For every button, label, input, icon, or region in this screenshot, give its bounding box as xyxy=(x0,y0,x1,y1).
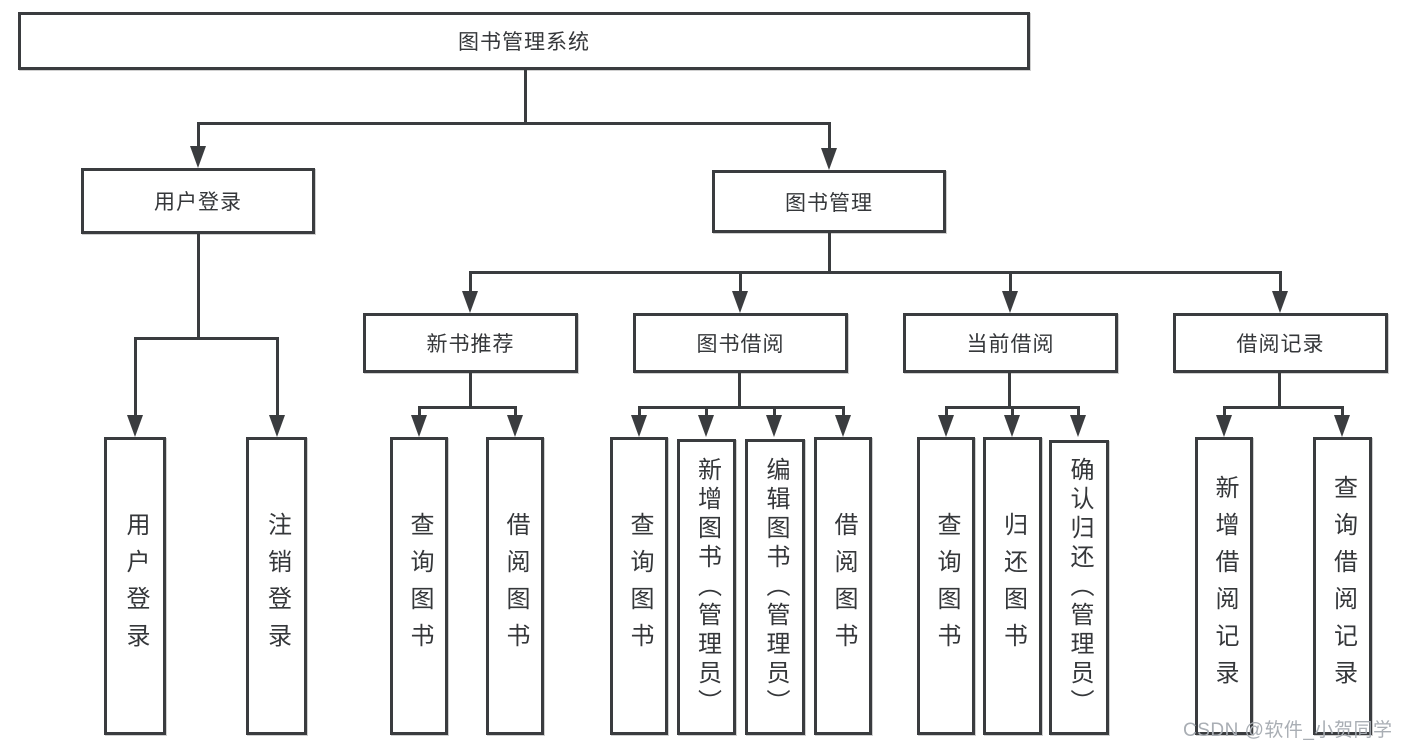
connector-line xyxy=(773,406,776,421)
leaf-nbr-borrow-books-label: 借阅图书 xyxy=(502,512,529,660)
arrow-down-icon xyxy=(631,415,647,437)
connector-line xyxy=(418,406,517,409)
connector-line xyxy=(739,271,742,293)
leaf-bb-edit-books-admin-label: 编辑图书（管理员） xyxy=(762,456,789,718)
connector-line xyxy=(638,406,641,421)
node-current-borrow-label: 当前借阅 xyxy=(966,333,1055,356)
connector-line xyxy=(197,122,831,125)
connector-line xyxy=(705,406,708,421)
arrow-down-icon xyxy=(1334,415,1350,437)
connector-line xyxy=(738,373,741,409)
leaf-user-login: 用户登录 xyxy=(104,437,166,735)
connector-line xyxy=(418,406,421,421)
node-current-borrow: 当前借阅 xyxy=(903,313,1118,373)
connector-line xyxy=(1223,406,1226,421)
node-book-mgmt: 图书管理 xyxy=(712,170,946,233)
connector-line xyxy=(842,406,845,421)
node-user-login: 用户登录 xyxy=(81,168,315,234)
node-new-book-rec: 新书推荐 xyxy=(363,313,578,373)
connector-line xyxy=(469,271,1281,274)
connector-line xyxy=(514,406,517,421)
leaf-nbr-query-books-label: 查询图书 xyxy=(406,512,433,660)
arrow-down-icon xyxy=(1070,415,1086,437)
arrow-down-icon xyxy=(269,415,285,437)
connector-line xyxy=(197,122,200,148)
leaf-bb-borrow-books: 借阅图书 xyxy=(814,437,872,735)
arrow-down-icon xyxy=(190,146,206,168)
connector-line xyxy=(638,406,845,409)
node-borrow-records-label: 借阅记录 xyxy=(1236,333,1325,356)
connector-line xyxy=(945,406,948,421)
arrow-down-icon xyxy=(462,291,478,313)
node-new-book-rec-label: 新书推荐 xyxy=(426,333,515,356)
leaf-cb-confirm-return-admin-label: 确认归还（管理员） xyxy=(1066,457,1093,718)
arrow-down-icon xyxy=(766,415,782,437)
leaf-user-login-label: 用户登录 xyxy=(122,512,149,660)
connector-line xyxy=(1009,271,1012,293)
leaf-br-add-record: 新增借阅记录 xyxy=(1195,437,1253,735)
node-borrow-records: 借阅记录 xyxy=(1173,313,1388,373)
connector-line xyxy=(1077,406,1080,421)
leaf-cb-confirm-return-admin: 确认归还（管理员） xyxy=(1049,440,1109,735)
node-user-login-label: 用户登录 xyxy=(154,191,242,214)
leaf-bb-query-books-label: 查询图书 xyxy=(626,512,653,660)
arrow-down-icon xyxy=(507,415,523,437)
arrow-down-icon xyxy=(821,148,837,170)
arrow-down-icon xyxy=(938,415,954,437)
connector-line xyxy=(134,337,279,340)
node-root: 图书管理系统 xyxy=(18,12,1030,70)
arrow-down-icon xyxy=(1272,291,1288,313)
arrow-down-icon xyxy=(732,291,748,313)
arrow-down-icon xyxy=(1002,291,1018,313)
connector-line xyxy=(134,337,137,417)
node-root-label: 图书管理系统 xyxy=(458,31,590,54)
leaf-bb-add-books-admin: 新增图书（管理员） xyxy=(677,439,736,735)
connector-line xyxy=(1008,373,1011,409)
arrow-down-icon xyxy=(127,415,143,437)
leaf-br-add-record-label: 新增借阅记录 xyxy=(1211,475,1238,697)
connector-line xyxy=(276,337,279,417)
leaf-nbr-query-books: 查询图书 xyxy=(390,437,448,735)
arrow-down-icon xyxy=(1216,415,1232,437)
node-book-borrow: 图书借阅 xyxy=(633,313,848,373)
leaf-cb-return-books-label: 归还图书 xyxy=(999,512,1027,660)
connector-line xyxy=(1341,406,1344,421)
connector-line xyxy=(828,233,831,274)
connector-line xyxy=(469,373,472,409)
arrow-down-icon xyxy=(1004,415,1020,437)
connector-line xyxy=(1223,406,1343,409)
leaf-cb-query-books-label: 查询图书 xyxy=(933,512,960,660)
leaf-bb-query-books: 查询图书 xyxy=(610,437,668,735)
leaf-br-query-record: 查询借阅记录 xyxy=(1313,437,1372,735)
arrow-down-icon xyxy=(835,415,851,437)
leaf-bb-borrow-books-label: 借阅图书 xyxy=(830,512,857,660)
leaf-logout-label: 注销登录 xyxy=(263,512,291,660)
arrow-down-icon xyxy=(698,415,714,437)
leaf-cb-return-books: 归还图书 xyxy=(983,437,1042,735)
connector-line xyxy=(1278,373,1281,409)
connector-line xyxy=(1279,271,1282,293)
leaf-bb-add-books-admin-label: 新增图书（管理员） xyxy=(693,456,721,718)
leaf-bb-edit-books-admin: 编辑图书（管理员） xyxy=(745,439,805,735)
leaf-br-query-record-label: 查询借阅记录 xyxy=(1329,475,1357,697)
node-book-mgmt-label: 图书管理 xyxy=(785,191,873,215)
connector-line xyxy=(828,122,831,150)
connector-line xyxy=(1011,406,1014,421)
arrow-down-icon xyxy=(411,415,427,437)
leaf-cb-query-books: 查询图书 xyxy=(917,437,975,735)
leaf-logout: 注销登录 xyxy=(246,437,307,735)
connector-line xyxy=(197,234,200,340)
connector-line xyxy=(469,271,472,293)
csdn-watermark: CSDN @软件_小贺同学 xyxy=(1183,720,1393,741)
connector-line xyxy=(524,70,527,124)
leaf-nbr-borrow-books: 借阅图书 xyxy=(486,437,544,735)
node-book-borrow-label: 图书借阅 xyxy=(696,333,785,356)
